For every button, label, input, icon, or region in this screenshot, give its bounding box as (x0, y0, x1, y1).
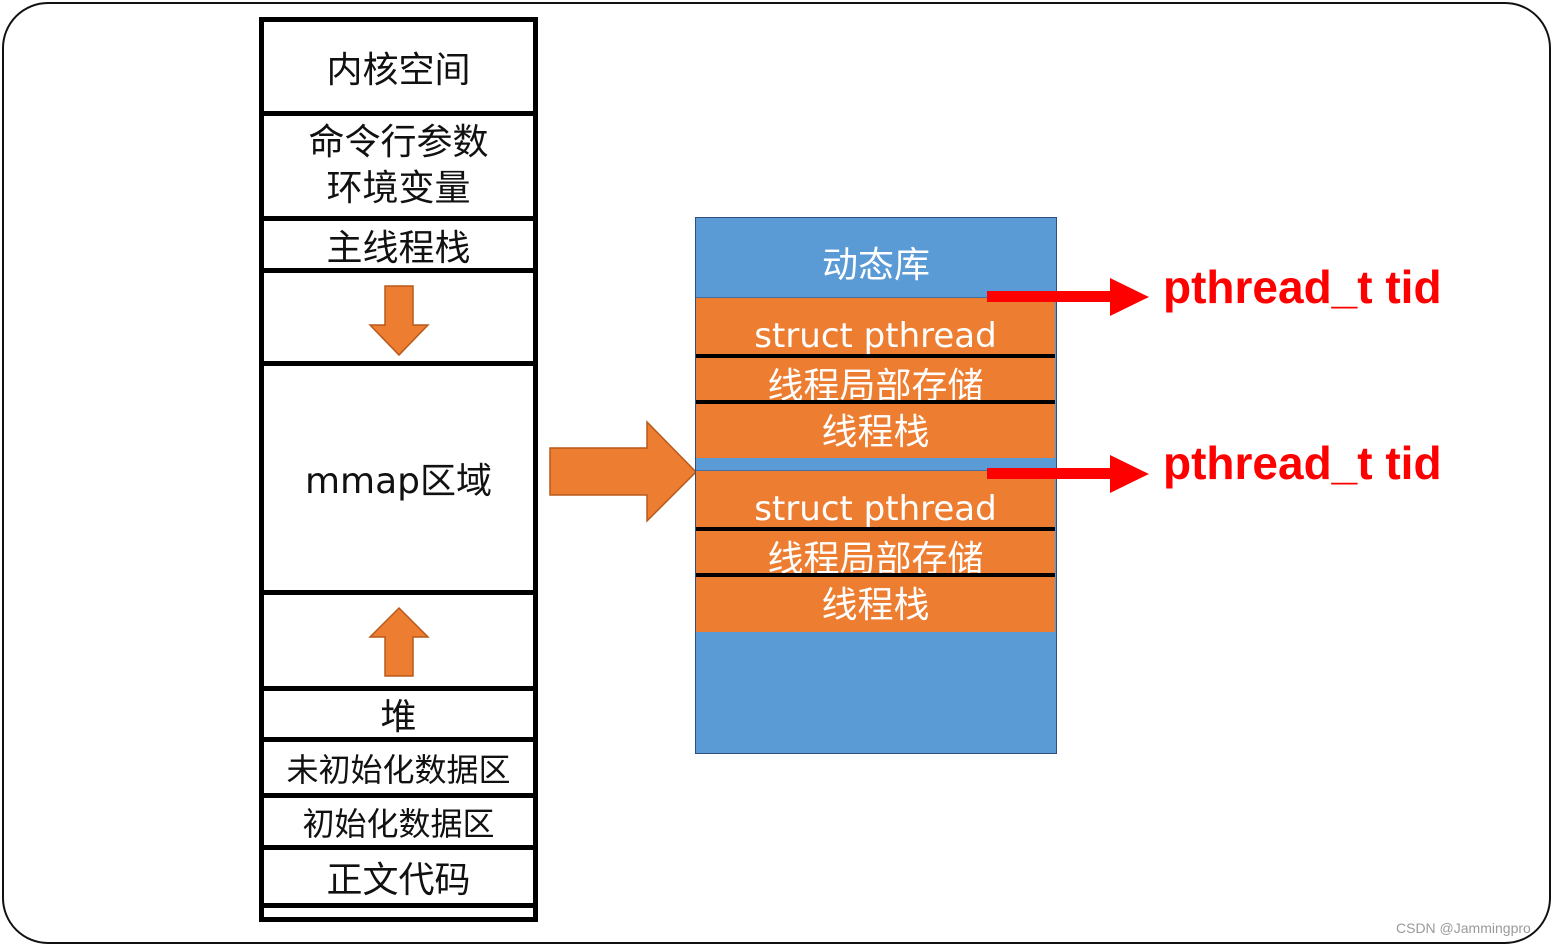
divider (264, 111, 533, 116)
segment-args-env: 命令行参数 环境变量 (264, 116, 533, 216)
struct-pthread-label: struct pthread (754, 316, 997, 356)
segment-heap: 堆 (264, 691, 533, 738)
segment-mmap: mmap区域 (264, 366, 533, 590)
text-label: 正文代码 (326, 859, 471, 901)
stack-growth-area (264, 273, 533, 361)
segment-text: 正文代码 (264, 850, 533, 903)
args-label: 命令行参数 (308, 122, 489, 163)
divider (264, 737, 533, 742)
process-address-space: 内核空间 命令行参数 环境变量 主线程栈 mmap区域 堆 未初始化数据区 初始… (259, 17, 538, 922)
segment-kernel-space: 内核空间 (264, 22, 533, 111)
divider (696, 573, 1055, 577)
library-title: 动态库 (821, 245, 930, 286)
divider (264, 216, 533, 221)
segment-bss: 未初始化数据区 (264, 742, 533, 793)
arrow-up-icon (368, 606, 430, 677)
watermark-credit: CSDN @Jammingpro (1396, 920, 1531, 936)
divider (264, 590, 533, 595)
shared-library-block: 动态库 struct pthread 线程局部存储 线程栈 struct pth… (695, 217, 1057, 754)
pthread-tid-label: pthread_t tid (1163, 437, 1442, 489)
divider (264, 268, 533, 273)
divider (696, 400, 1055, 404)
divider (264, 903, 533, 908)
divider (264, 793, 533, 798)
segment-main-stack: 主线程栈 (264, 221, 533, 269)
thread-stack-label: 线程栈 (821, 585, 930, 626)
divider (696, 354, 1055, 358)
heap-label: 堆 (380, 697, 417, 738)
thread-block-1 (696, 297, 1055, 458)
heap-growth-area (264, 595, 533, 686)
arrow-down-icon (368, 285, 430, 357)
thread-block-2 (696, 470, 1055, 632)
tid-pointer-arrow-icon (987, 278, 1149, 316)
env-label: 环境变量 (326, 168, 471, 209)
main-stack-label: 主线程栈 (326, 227, 471, 269)
divider (696, 527, 1055, 531)
mmap-label: mmap区域 (304, 461, 493, 502)
divider (264, 361, 533, 366)
pthread-tid-label: pthread_t tid (1163, 261, 1442, 313)
data-label: 初始化数据区 (302, 804, 495, 843)
bss-label: 未初始化数据区 (286, 750, 511, 789)
struct-pthread-label: struct pthread (754, 489, 997, 529)
segment-data: 初始化数据区 (264, 798, 533, 845)
tid-pointer-arrow-icon (987, 455, 1149, 493)
divider (264, 686, 533, 691)
kernel-space-label: 内核空间 (326, 49, 471, 91)
mmap-to-library-arrow-icon (549, 420, 698, 523)
thread-stack-label: 线程栈 (821, 412, 930, 453)
divider (264, 845, 533, 850)
